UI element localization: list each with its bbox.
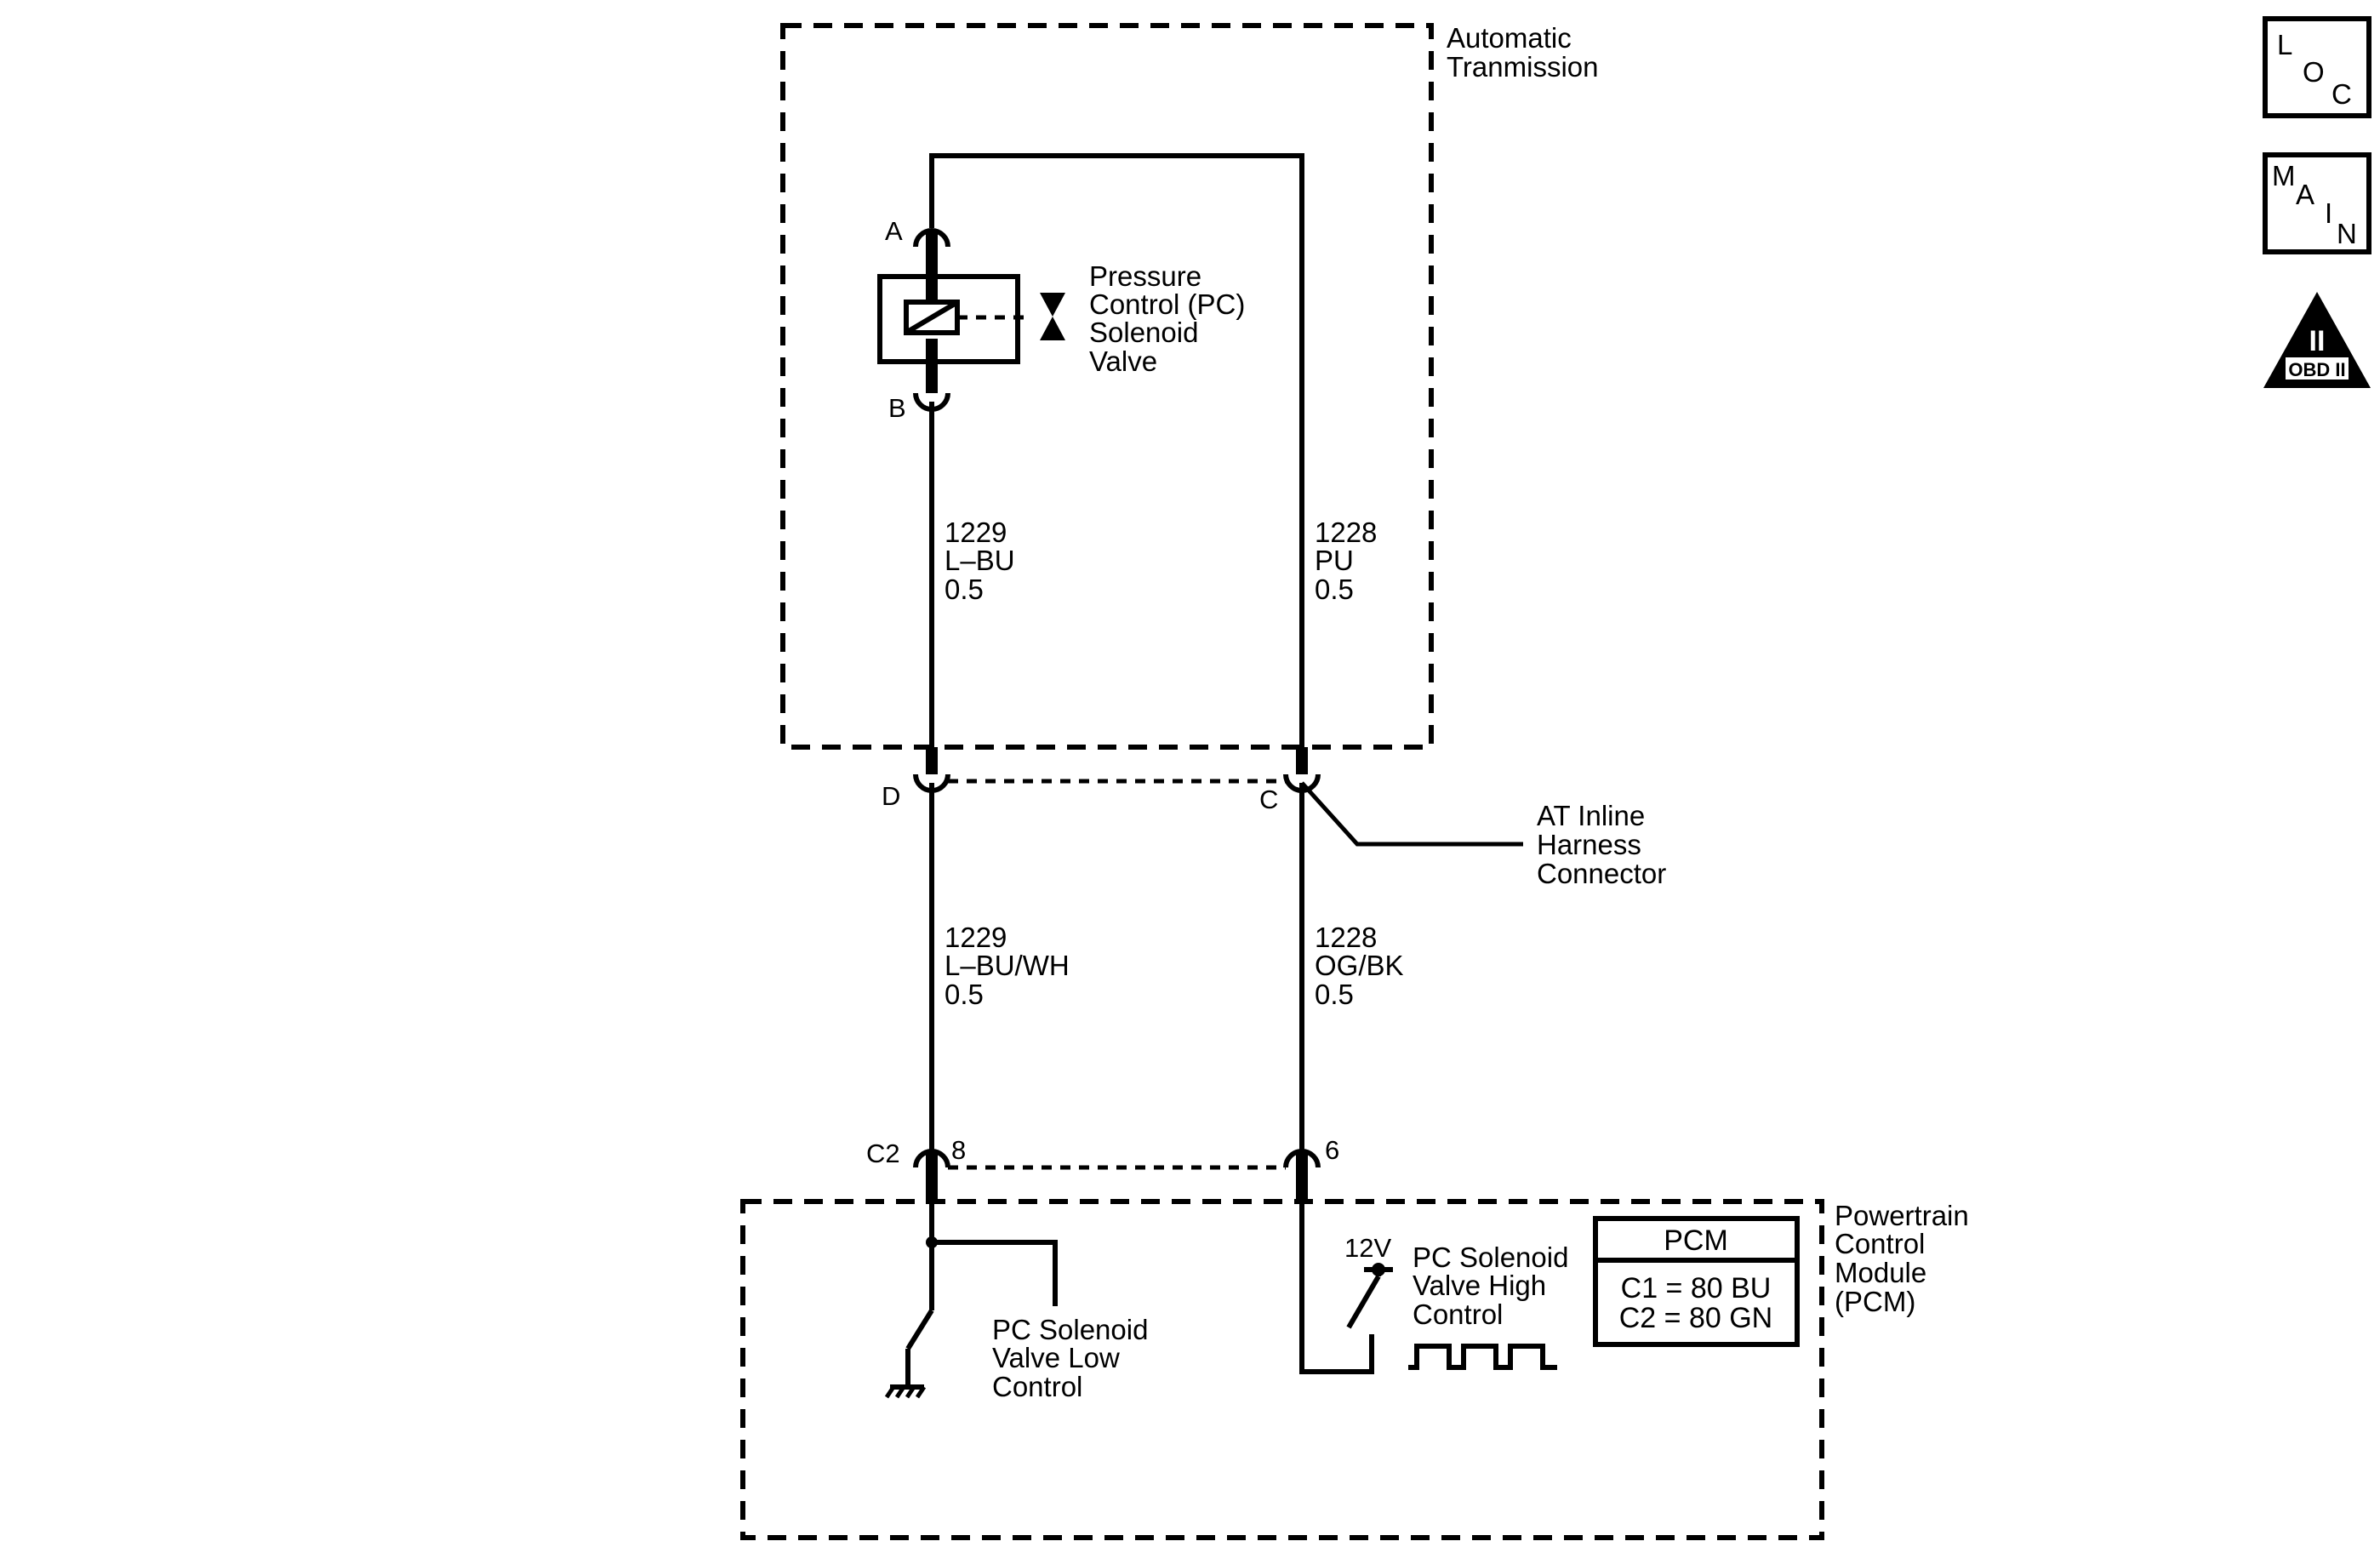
pcm-connector-label: C2	[866, 1139, 900, 1168]
pcm-pin-6-label: 6	[1325, 1135, 1339, 1165]
pin-a-connector	[913, 228, 950, 248]
low-control-label: PC Solenoid Valve Low Control	[992, 1314, 1156, 1402]
solenoid-supply-wire	[929, 153, 1304, 747]
high-side-switch	[1346, 1275, 1381, 1329]
svg-text:L: L	[2277, 29, 2292, 60]
pcm-legend-title: PCM	[1664, 1224, 1728, 1257]
transmission-label: Automatic Tranmission	[1447, 22, 1599, 83]
pcm-legend-c1: C1 = 80 BU	[1621, 1272, 1772, 1304]
svg-text:N: N	[2337, 218, 2357, 249]
high-control-wire	[1299, 1204, 1374, 1374]
low-side-switch	[905, 1309, 934, 1350]
pcm-pin-8-connector	[913, 1149, 950, 1168]
pcm-pin-8-label: 8	[951, 1135, 966, 1165]
wire-1228-lower-label: 1228 OG/BK 0.5	[1315, 922, 1412, 1010]
ground-icon	[884, 1384, 927, 1399]
main-icon[interactable]: M A I N	[2263, 152, 2371, 254]
pcm-pin-6-connector	[1283, 1149, 1321, 1168]
svg-text:O: O	[2303, 56, 2325, 88]
pcm-legend	[1593, 1216, 1800, 1347]
svg-text:C: C	[2331, 78, 2352, 110]
inline-pin-d-label: D	[882, 781, 900, 811]
inline-connector-leader	[1300, 781, 1523, 847]
supply-voltage-label: 12V	[1344, 1233, 1391, 1263]
wire-1229-lower-label: 1229 L–BU/WH 0.5	[945, 922, 1077, 1010]
svg-text:M: M	[2272, 160, 2296, 191]
pcm-legend-c2: C2 = 80 GN	[1619, 1302, 1772, 1334]
pwm-signal-icon	[1408, 1344, 1557, 1370]
transmission-boundary	[780, 23, 1434, 750]
svg-text:I: I	[2325, 197, 2332, 229]
svg-text:II: II	[2309, 325, 2326, 357]
svg-text:OBD II: OBD II	[2288, 359, 2345, 380]
high-control-label: PC Solenoid Valve High Control	[1413, 1241, 1577, 1330]
pc-solenoid-label: Pressure Control (PC) Solenoid Valve	[1089, 260, 1253, 377]
pin-a-label: A	[885, 216, 903, 246]
pcm-label: Powertrain Control Module (PCM)	[1835, 1200, 1977, 1317]
inline-connector-label: AT Inline Harness Connector	[1537, 800, 1666, 889]
pin-b-label: B	[888, 393, 906, 423]
pcm-boundary	[740, 1199, 1824, 1540]
valve-icon	[1040, 293, 1065, 317]
inline-pin-c-label: C	[1259, 785, 1278, 814]
wire-1229-upper-label: 1229 L–BU 0.5	[945, 517, 1023, 605]
wire-1228-upper-label: 1228 PU 0.5	[1315, 517, 1385, 605]
svg-text:A: A	[2296, 179, 2314, 210]
loc-icon[interactable]: L O C	[2263, 16, 2371, 118]
obd-ii-icon[interactable]: II OBD II	[2263, 292, 2371, 388]
